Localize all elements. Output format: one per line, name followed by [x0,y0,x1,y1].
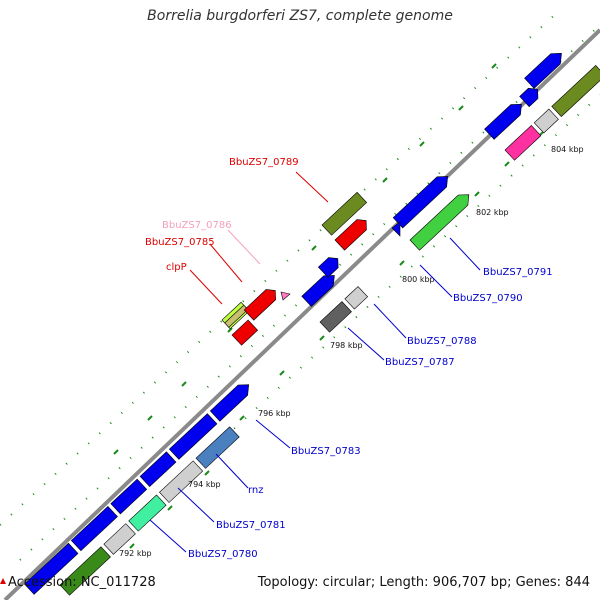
tick-label-802: 802 kbp [476,208,509,217]
gene-labels: BbuZS7_0789 BbuZS7_0786 BbuZS7_0785 clpP… [145,157,553,560]
gene-block[interactable] [533,108,559,134]
gene-block[interactable] [392,171,452,229]
gene-block[interactable] [24,542,79,595]
gene-block[interactable] [224,304,249,328]
tick-label-804: 804 kbp [551,145,584,154]
tick-label-798: 798 kbp [330,341,363,350]
gene-block[interactable] [344,286,369,310]
genome-summary-text: Topology: circular; Length: 906,707 bp; … [257,575,590,590]
outer-dotted-track [0,9,600,561]
gene-block[interactable] [110,478,148,515]
gene-block[interactable] [209,380,253,422]
gene-block[interactable] [484,99,527,140]
gene-block[interactable] [317,253,342,278]
gene-label[interactable]: rnz [248,485,264,496]
gene-block[interactable] [409,190,474,251]
gene-block[interactable] [504,125,542,161]
gene-block[interactable] [334,215,371,251]
reverse-track [221,191,371,346]
leader-lines [149,171,481,553]
gene-block[interactable] [524,48,567,89]
gene-block[interactable] [243,285,280,321]
gene-block[interactable] [231,319,259,346]
tick-label-792: 792 kbp [119,549,152,558]
map-title: Borrelia burgdorferi ZS7, complete genom… [147,8,453,24]
gene-block[interactable] [103,523,136,555]
gene-label[interactable]: BbuZS7_0780 [188,549,258,560]
gene-block[interactable] [519,84,543,108]
gene-block[interactable] [551,65,600,118]
gene-label[interactable]: BbuZS7_0785 [145,237,215,248]
gene-block[interactable] [321,191,368,236]
gene-label[interactable]: BbuZS7_0781 [216,520,286,531]
small-arrow[interactable] [391,221,401,237]
forward-track [24,48,600,596]
tick-label-794: 794 kbp [188,480,221,489]
gene-block[interactable] [59,546,111,596]
tick-labels: 792 kbp 794 kbp 796 kbp 798 kbp 800 kbp … [119,145,584,558]
gene-block[interactable] [128,494,167,532]
small-arrow[interactable] [280,291,291,301]
gene-block[interactable] [319,301,352,333]
gene-label[interactable]: clpP [166,262,187,273]
gene-label[interactable]: BbuZS7_0791 [483,267,553,278]
gene-label[interactable]: BbuZS7_0786 [162,220,232,231]
gene-label[interactable]: BbuZS7_0790 [453,293,523,304]
gene-label[interactable]: BbuZS7_0787 [385,357,455,368]
red-marker [0,578,6,584]
accession-text: Accession: NC_011728 [8,575,156,590]
gene-block[interactable] [139,451,177,488]
gene-label[interactable]: BbuZS7_0783 [291,446,361,457]
gene-label[interactable]: BbuZS7_0788 [407,336,477,347]
gene-block[interactable] [159,460,204,503]
gene-block[interactable] [195,426,240,469]
tick-label-796: 796 kbp [258,409,291,418]
tick-label-800: 800 kbp [402,275,435,284]
gene-block[interactable] [168,413,218,460]
gene-label[interactable]: BbuZS7_0789 [229,157,299,168]
gene-block[interactable] [70,505,118,552]
gene-block[interactable] [301,270,339,307]
